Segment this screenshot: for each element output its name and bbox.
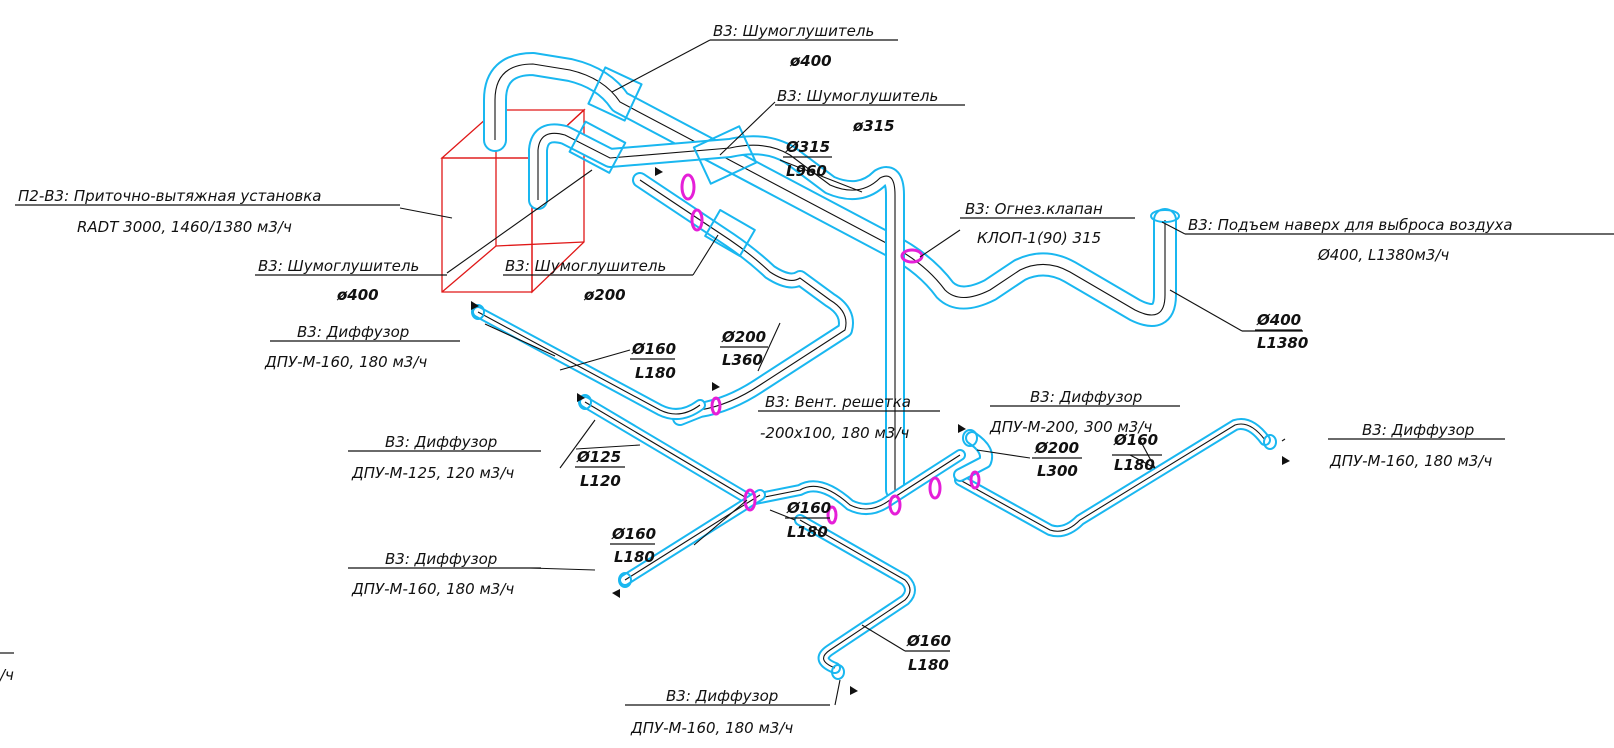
size-d: Ø160 bbox=[1113, 431, 1158, 449]
unit-title: П2-В3: Приточно-вытяжная установка bbox=[18, 187, 322, 205]
size-d: Ø160 bbox=[906, 632, 951, 650]
size-l: L120 bbox=[580, 472, 621, 490]
diffuser-4-title: В3: Диффузор bbox=[666, 687, 778, 705]
fittings bbox=[680, 173, 981, 525]
size-annotations: Ø315 L960 Ø400 L1380 Ø200 L360 Ø160 L180… bbox=[576, 138, 1308, 674]
riser-title: В3: Подъем наверх для выброса воздуха bbox=[1188, 216, 1513, 234]
muffler-right-size: ø200 bbox=[583, 286, 626, 304]
diffuser-2-title: В3: Диффузор bbox=[385, 433, 497, 451]
muffler-mid-size: ø315 bbox=[852, 117, 895, 135]
riser-spec: Ø400, L1380м3/ч bbox=[1317, 246, 1449, 264]
size-d: Ø400 bbox=[1256, 311, 1301, 329]
muffler-mid-title: В3: Шумоглушитель bbox=[777, 87, 938, 105]
size-l: L180 bbox=[787, 523, 828, 541]
size-d: Ø125 bbox=[576, 448, 621, 466]
diffuser-6-spec: ДПУ-М-160, 180 м3/ч bbox=[1329, 452, 1492, 470]
size-d: Ø315 bbox=[785, 138, 830, 156]
size-d: Ø160 bbox=[611, 525, 656, 543]
muffler-right-title: В3: Шумоглушитель bbox=[505, 257, 666, 275]
grille-title: В3: Вент. решетка bbox=[765, 393, 911, 411]
muffler-left-size: ø400 bbox=[336, 286, 379, 304]
duct-160-d bbox=[954, 418, 1271, 538]
size-l: L180 bbox=[908, 656, 949, 674]
flow-arrows bbox=[471, 167, 1290, 695]
size-l: L1380 bbox=[1257, 334, 1308, 352]
muffler-top-title: В3: Шумоглушитель bbox=[713, 22, 874, 40]
damper-title: В3: Огнез.клапан bbox=[965, 200, 1103, 218]
muffler-left-title: В3: Шумоглушитель bbox=[258, 257, 419, 275]
diffuser-5-spec: ДПУ-М-200, 300 м3/ч bbox=[989, 418, 1152, 436]
leaders bbox=[399, 39, 1286, 706]
diffuser-1-spec: ДПУ-М-160, 180 м3/ч bbox=[264, 353, 427, 371]
size-l: L960 bbox=[786, 162, 827, 180]
label-shelves bbox=[0, 39, 1614, 706]
size-shelves bbox=[575, 156, 1302, 652]
size-l: L300 bbox=[1037, 462, 1078, 480]
diffuser-3-spec: ДПУ-М-160, 180 м3/ч bbox=[351, 580, 514, 598]
diffuser-1-title: В3: Диффузор bbox=[297, 323, 409, 341]
size-d: Ø160 bbox=[631, 340, 676, 358]
diffuser-5-title: В3: Диффузор bbox=[1030, 388, 1142, 406]
diffuser-2-spec: ДПУ-М-125, 120 м3/ч bbox=[351, 464, 514, 482]
edge-fragment: /ч bbox=[0, 666, 14, 684]
duct-network bbox=[471, 52, 1277, 680]
size-d: Ø160 bbox=[786, 499, 831, 517]
size-d: Ø200 bbox=[1034, 439, 1079, 457]
size-l: L180 bbox=[614, 548, 655, 566]
duct-160-c bbox=[794, 514, 916, 674]
diffuser-6-title: В3: Диффузор bbox=[1362, 421, 1474, 439]
size-d: Ø200 bbox=[721, 328, 766, 346]
unit-spec: RADT 3000, 1460/1380 м3/ч bbox=[77, 218, 292, 236]
labels: В3: Шумоглушитель ø400 В3: Шумоглушитель… bbox=[0, 22, 1513, 737]
size-l: L180 bbox=[1114, 456, 1155, 474]
muffler-top-size: ø400 bbox=[789, 52, 832, 70]
damper-spec: КЛОП-1(90) 315 bbox=[977, 229, 1101, 247]
diffuser-3-title: В3: Диффузор bbox=[385, 550, 497, 568]
grille-spec: -200х100, 180 м3/ч bbox=[760, 424, 909, 442]
size-l: L360 bbox=[722, 351, 763, 369]
size-l: L180 bbox=[635, 364, 676, 382]
diffuser-4-spec: ДПУ-М-160, 180 м3/ч bbox=[630, 719, 793, 737]
